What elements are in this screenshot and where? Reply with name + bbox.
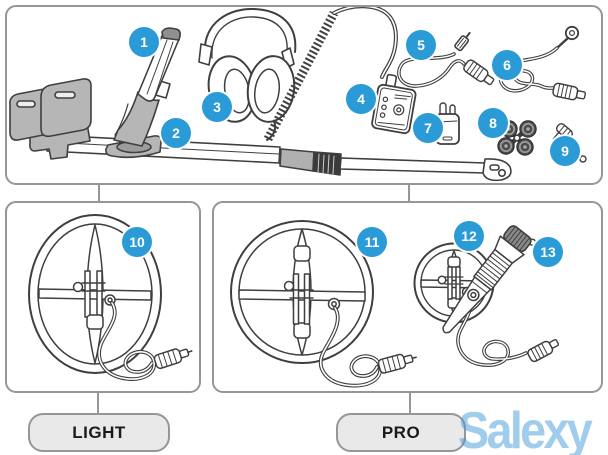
part-badge-6: 6 xyxy=(492,50,522,80)
part-badge-13: 13 xyxy=(533,237,563,267)
control-module-icon xyxy=(371,73,417,135)
pro-box xyxy=(212,201,603,393)
light-coil-illustration xyxy=(28,214,193,381)
connector-light-to-label xyxy=(97,393,99,413)
part-badge-5: 5 xyxy=(406,30,436,60)
pro-config-label: PRO xyxy=(336,413,466,452)
connector-kit-to-pro xyxy=(408,185,410,201)
part-badge-10: 10 xyxy=(122,227,152,257)
coiled-cable-icon xyxy=(264,7,398,142)
light-config-label: LIGHT xyxy=(28,413,170,452)
part-badge-2: 2 xyxy=(161,118,191,148)
part-badge-12: 12 xyxy=(454,221,484,251)
part-badge-4: 4 xyxy=(346,84,376,114)
light-box xyxy=(5,201,201,393)
salexy-watermark: Salexy xyxy=(458,402,593,455)
short-cable-icon xyxy=(397,31,495,88)
part-badge-7: 7 xyxy=(413,113,443,143)
elliptical-coil-icon xyxy=(28,214,193,381)
washer-kit-icon xyxy=(497,120,537,156)
kit-box xyxy=(5,5,603,185)
part-badge-1: 1 xyxy=(129,27,159,57)
shaft-icon xyxy=(46,134,512,182)
pro-illustration xyxy=(230,220,560,388)
part-badge-3: 3 xyxy=(202,92,232,122)
handle-icon xyxy=(105,27,181,159)
connector-kit-to-light xyxy=(98,185,100,201)
part-badge-8: 8 xyxy=(478,108,508,138)
part-badge-11: 11 xyxy=(357,227,387,257)
headphones-icon xyxy=(198,7,297,141)
large-round-coil-icon xyxy=(230,220,417,388)
pinpointer-icon xyxy=(442,225,537,334)
armrest-icon xyxy=(9,78,92,160)
connector-pro-to-label xyxy=(409,393,411,413)
kit-illustration xyxy=(9,7,587,182)
part-badge-9: 9 xyxy=(550,136,580,166)
